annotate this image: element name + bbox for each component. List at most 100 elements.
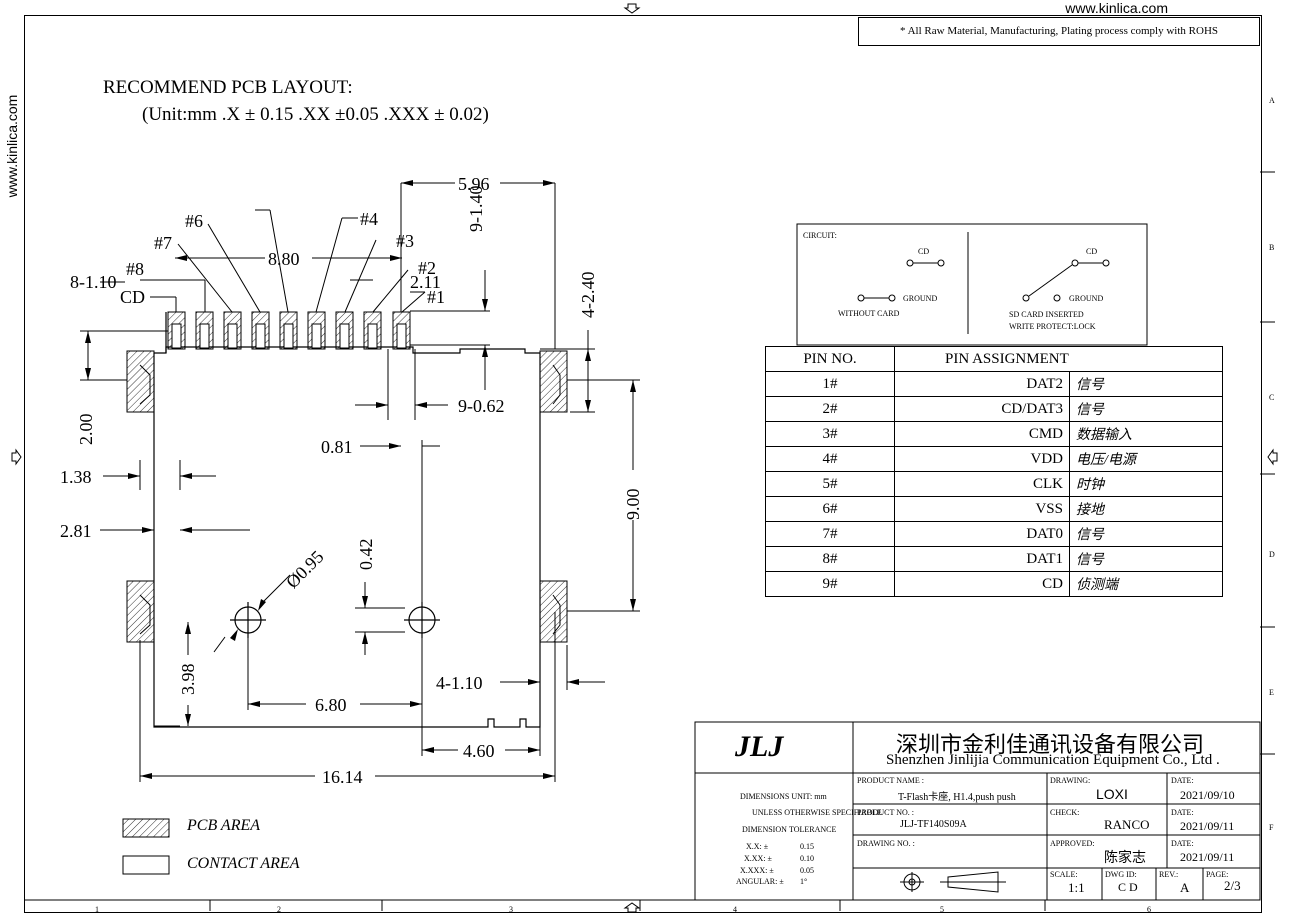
tol-val-2: 0.10 bbox=[800, 854, 814, 863]
circuit-cd-right: CD bbox=[1086, 247, 1098, 256]
circuit-title: CIRCUIT: bbox=[803, 231, 837, 240]
approved-label: APPROVED: bbox=[1050, 839, 1095, 848]
drawing-by: LOXI bbox=[1096, 786, 1128, 802]
grid-row-f: F bbox=[1269, 823, 1274, 832]
pin-label-2: #2 bbox=[418, 258, 436, 278]
dim-2-81: 2.81 bbox=[60, 521, 92, 541]
circuit-diagram bbox=[796, 223, 1148, 346]
product-name-label: PRODUCT NAME : bbox=[857, 776, 924, 785]
grid-col-5: 5 bbox=[940, 905, 944, 914]
pin-label-4: #4 bbox=[360, 209, 378, 229]
dim-8-80: 8.80 bbox=[268, 249, 300, 269]
site-watermark-top: www.kinlica.com bbox=[1065, 0, 1168, 16]
pin-no: 4# bbox=[765, 446, 895, 472]
product-name: T-Flash卡座, H1.4,push push bbox=[898, 792, 1016, 803]
grid-row-a: A bbox=[1269, 96, 1275, 105]
pin-label-cd: CD bbox=[120, 287, 146, 307]
approved-by: 陈家志 bbox=[1104, 851, 1146, 866]
legend-contact-area: CONTACT AREA bbox=[187, 855, 300, 872]
dimension-header: DIMENSION bbox=[742, 825, 787, 834]
pin-name: DAT1 bbox=[894, 546, 1070, 572]
check-label: CHECK: bbox=[1050, 808, 1080, 817]
pin-desc: 时钟 bbox=[1069, 471, 1223, 497]
side-pads bbox=[126, 350, 568, 643]
grid-col-3: 3 bbox=[509, 905, 513, 914]
tolerance-header: TOLERANCE bbox=[789, 825, 837, 834]
pin-no: 5# bbox=[765, 471, 895, 497]
pin-name: CMD bbox=[894, 421, 1070, 447]
company-name-cn: 深圳市金利佳通讯设备有限公司 bbox=[896, 732, 1205, 757]
pin-name: CD/DAT3 bbox=[894, 396, 1070, 422]
dim-16-14: 16.14 bbox=[322, 767, 363, 787]
dimension-arrows bbox=[85, 180, 636, 779]
pin-no: 9# bbox=[765, 571, 895, 597]
dim-3-98: 3.98 bbox=[178, 663, 198, 696]
drawing-frame bbox=[24, 15, 1262, 913]
pin-label-8: #8 bbox=[126, 259, 144, 279]
unless-note: UNLESS OTHERWISE SPECIFIABLE bbox=[752, 808, 882, 817]
tol-dim-2: X.XX: ± bbox=[744, 854, 772, 863]
dim-6-80: 6.80 bbox=[315, 695, 347, 715]
circuit-cd-left: CD bbox=[918, 247, 930, 256]
date-1: 2021/09/10 bbox=[1180, 788, 1235, 802]
drawing-no-label: DRAWING NO. : bbox=[857, 839, 915, 848]
circuit-ground-right: GROUND bbox=[1069, 294, 1104, 303]
layout-title: RECOMMEND PCB LAYOUT: bbox=[103, 77, 353, 98]
dimensions-unit: DIMENSIONS UNIT: mm bbox=[740, 792, 827, 801]
pin-assign-header: PIN ASSIGNMENT bbox=[894, 346, 1223, 372]
company-name-en: Shenzhen Jinlijia Communication Equipmen… bbox=[886, 752, 1220, 768]
circuit-write-protect: WRITE PROTECT:LOCK bbox=[1009, 322, 1096, 331]
pin-name: CD bbox=[894, 571, 1070, 597]
date-label-3: DATE: bbox=[1171, 839, 1194, 848]
dimension-lines bbox=[80, 182, 640, 782]
tol-dim-1: X.X: ± bbox=[746, 842, 769, 851]
pin-no: 7# bbox=[765, 521, 895, 547]
dim-5-96: 5.96 bbox=[458, 174, 490, 194]
tol-val-1: 0.15 bbox=[800, 842, 814, 851]
layout-units: (Unit:mm .X ± 0.15 .XX ±0.05 .XXX ± 0.02… bbox=[142, 104, 489, 125]
product-no: JLJ-TF140S09A bbox=[900, 819, 967, 830]
grid-row-c: C bbox=[1269, 393, 1275, 402]
grid-col-2: 2 bbox=[277, 905, 281, 914]
dim-9-1-40: 9-1.40 bbox=[466, 185, 486, 233]
tol-dim-3: X.XXX: ± bbox=[740, 866, 774, 875]
tol-dim-4: ANGULAR: ± bbox=[736, 877, 784, 886]
pin-label-1: #1 bbox=[427, 287, 445, 307]
rev-label: REV.: bbox=[1159, 870, 1179, 879]
dwg-id-label: DWG ID: bbox=[1105, 870, 1137, 879]
dim-8-1-10: 8-1.10 bbox=[70, 272, 117, 292]
pin-name: DAT0 bbox=[894, 521, 1070, 547]
circuit-sd-inserted: SD CARD INSERTED bbox=[1009, 310, 1084, 319]
pin-no: 3# bbox=[765, 421, 895, 447]
dim-9-0-62: 9-0.62 bbox=[458, 396, 505, 416]
pin-no: 2# bbox=[765, 396, 895, 422]
pin-no: 1# bbox=[765, 371, 895, 397]
scale-label: SCALE: bbox=[1050, 870, 1078, 879]
rohs-note: * All Raw Material, Manufacturing, Plati… bbox=[858, 17, 1260, 46]
pin-name: VSS bbox=[894, 496, 1070, 522]
pin-name: DAT2 bbox=[894, 371, 1070, 397]
dim-2-11: 2.11 bbox=[410, 272, 441, 292]
grid-row-d: D bbox=[1269, 550, 1275, 559]
dim-9-00: 9.00 bbox=[623, 488, 643, 521]
grid-col-4: 4 bbox=[733, 905, 737, 914]
tol-val-4: 1° bbox=[800, 877, 808, 886]
tol-val-3: 0.05 bbox=[800, 866, 814, 875]
pin-desc: 接地 bbox=[1069, 496, 1223, 522]
pin-desc: 信号 bbox=[1069, 521, 1223, 547]
pin-label-3: #3 bbox=[396, 231, 414, 251]
pin-desc: 侦测端 bbox=[1069, 571, 1223, 597]
pin-no: 6# bbox=[765, 496, 895, 522]
circuit-ground-left: GROUND bbox=[903, 294, 938, 303]
dim-4-1-10: 4-1.10 bbox=[436, 673, 483, 693]
pin-desc: 信号 bbox=[1069, 371, 1223, 397]
drawing-label: DRAWING: bbox=[1050, 776, 1091, 785]
product-no-label: PRODUCT NO. : bbox=[857, 808, 914, 817]
dim-4-60: 4.60 bbox=[463, 741, 495, 761]
